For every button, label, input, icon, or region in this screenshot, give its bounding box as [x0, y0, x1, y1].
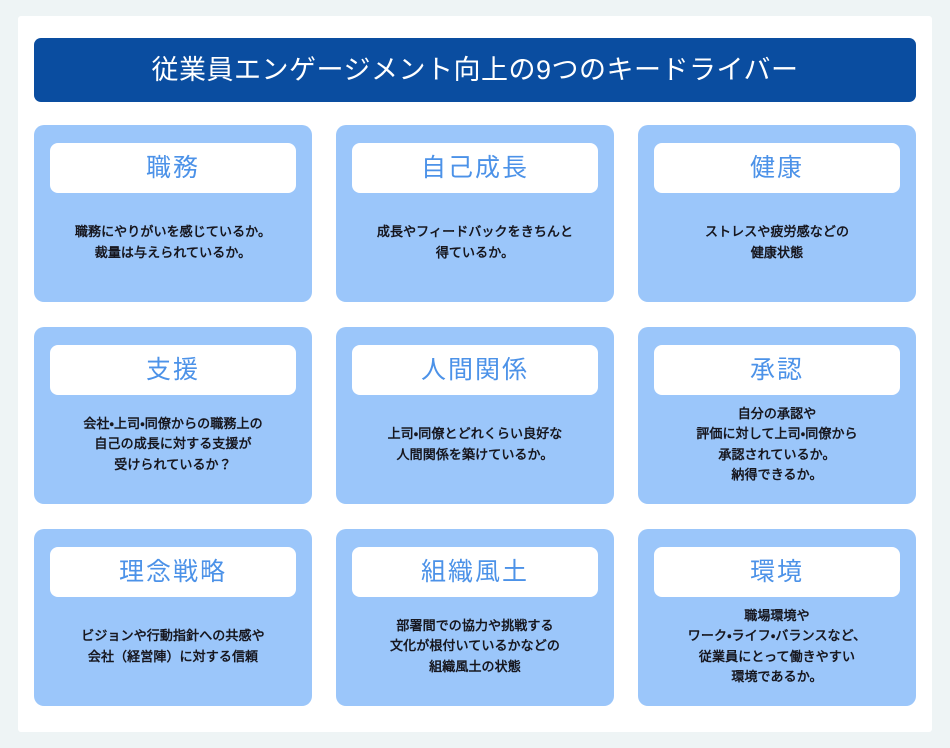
driver-description-area: ストレスや疲労感などの 健康状態 [654, 193, 900, 292]
driver-label: 健康 [749, 153, 804, 182]
driver-description: 上司・同僚とどれくらい良好な 人間関係を築けているか。 [387, 426, 563, 462]
driver-label-pill: 健康 [654, 143, 900, 193]
infographic-header: 従業員エンゲージメント向上の9つのキードライバー [34, 38, 916, 102]
driver-card-rinensenryaku: 理念戦略 ビジョンや行動指針への共感や 会社（経営陣）に対する信頼 [34, 529, 312, 706]
driver-label-pill: 理念戦略 [50, 547, 296, 597]
driver-description-area: 職務にやりがいを感じているか。 裁量は与えられているか。 [50, 193, 296, 292]
driver-label-pill: 支援 [50, 345, 296, 395]
driver-description-area: 自分の承認や 評価に対して上司・同僚から 承認されているか。 納得できるか。 [654, 395, 900, 494]
driver-card-ningenkankei: 人間関係 上司・同僚とどれくらい良好な 人間関係を築けているか。 [336, 327, 614, 504]
driver-card-kankyo: 環境 職場環境や ワーク・ライフ・バランスなど、 従業員にとって働きやすい 環境… [638, 529, 916, 706]
driver-description: ビジョンや行動指針への共感や 会社（経営陣）に対する信頼 [81, 628, 265, 664]
driver-label-pill: 環境 [654, 547, 900, 597]
driver-label: 環境 [749, 557, 804, 586]
driver-label: 理念戦略 [118, 557, 227, 586]
driver-description: 部署間での協力や挑戦する 文化が根付いているかなどの 組織風土の状態 [390, 618, 560, 674]
driver-description: 会社・上司・同僚からの職務上の 自己の成長に対する支援が 受けられているか？ [83, 416, 263, 472]
driver-label-pill: 自己成長 [352, 143, 598, 193]
page-title: 従業員エンゲージメント向上の9つのキードライバー [151, 54, 799, 85]
driver-description: ストレスや疲労感などの 健康状態 [704, 224, 850, 260]
driver-card-grid: 職務 職務にやりがいを感じているか。 裁量は与えられているか。 自己成長 成長や… [34, 125, 916, 709]
driver-description: 自分の承認や 評価に対して上司・同僚から 承認されているか。 納得できるか。 [696, 406, 858, 482]
driver-label-pill: 組織風土 [352, 547, 598, 597]
driver-label: 自己成長 [420, 153, 529, 182]
driver-card-shokumu: 職務 職務にやりがいを感じているか。 裁量は与えられているか。 [34, 125, 312, 302]
driver-label: 職務 [145, 153, 200, 182]
infographic-panel: 従業員エンゲージメント向上の9つのキードライバー 職務 職務にやりがいを感じてい… [18, 16, 932, 732]
driver-card-kenko: 健康 ストレスや疲労感などの 健康状態 [638, 125, 916, 302]
driver-card-shien: 支援 会社・上司・同僚からの職務上の 自己の成長に対する支援が 受けられているか… [34, 327, 312, 504]
driver-description: 成長やフィードバックをきちんと 得ているか。 [376, 224, 574, 260]
driver-description-area: 部署間での協力や挑戦する 文化が根付いているかなどの 組織風土の状態 [352, 597, 598, 696]
driver-description-area: ビジョンや行動指針への共感や 会社（経営陣）に対する信頼 [50, 597, 296, 696]
driver-description-area: 会社・上司・同僚からの職務上の 自己の成長に対する支援が 受けられているか？ [50, 395, 296, 494]
driver-label-pill: 職務 [50, 143, 296, 193]
driver-card-jikoseicho: 自己成長 成長やフィードバックをきちんと 得ているか。 [336, 125, 614, 302]
driver-label-pill: 人間関係 [352, 345, 598, 395]
driver-description: 職場環境や ワーク・ライフ・バランスなど、 従業員にとって働きやすい 環境である… [687, 608, 867, 684]
driver-card-shonin: 承認 自分の承認や 評価に対して上司・同僚から 承認されているか。 納得できるか… [638, 327, 916, 504]
driver-label: 承認 [749, 355, 804, 384]
driver-label: 支援 [145, 355, 200, 384]
driver-card-soshikifudo: 組織風土 部署間での協力や挑戦する 文化が根付いているかなどの 組織風土の状態 [336, 529, 614, 706]
driver-label: 組織風土 [420, 557, 529, 586]
driver-description-area: 上司・同僚とどれくらい良好な 人間関係を築けているか。 [352, 395, 598, 494]
driver-label-pill: 承認 [654, 345, 900, 395]
driver-description: 職務にやりがいを感じているか。 裁量は与えられているか。 [74, 224, 272, 260]
driver-description-area: 職場環境や ワーク・ライフ・バランスなど、 従業員にとって働きやすい 環境である… [654, 597, 900, 696]
driver-description-area: 成長やフィードバックをきちんと 得ているか。 [352, 193, 598, 292]
driver-label: 人間関係 [420, 355, 529, 384]
